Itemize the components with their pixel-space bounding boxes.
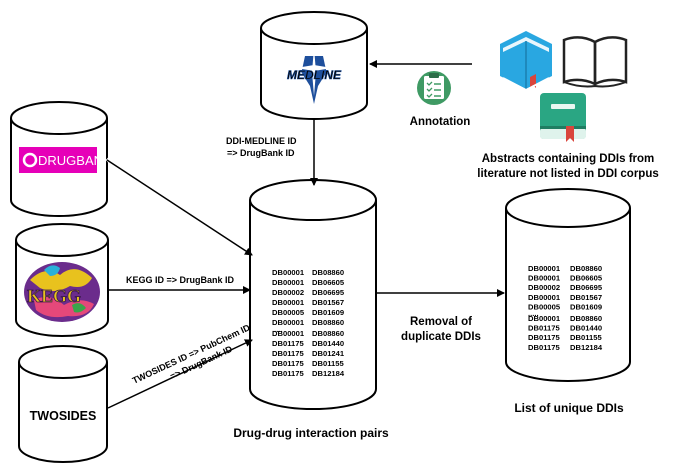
abstracts-caption-line1: Abstracts containing DDIs from [482, 153, 655, 165]
ddi-row-drug-b: DB01609 [312, 308, 344, 317]
drugbank-logo-text: DRUGBANK [38, 153, 112, 168]
ddi-row-drug-b: DB01609 [570, 302, 602, 311]
ddi-row-drug-b: DB12184 [570, 343, 603, 352]
pairs-caption: Drug-drug interaction pairs [233, 426, 389, 440]
medline-database: MEDLINE [260, 11, 368, 120]
ddi-row-drug-b: DB06605 [570, 274, 603, 283]
medline-edge-label-line2: => DrugBank ID [227, 148, 295, 158]
drugbank-logo [19, 147, 97, 173]
ddi-row-drug-a: DB00001 [528, 293, 561, 302]
ddi-row-drug-a: DB00001 [528, 274, 561, 283]
kegg-database: KEGG [15, 223, 109, 337]
open-book-icon [562, 36, 628, 88]
ddi-row-drug-b: DB01567 [312, 298, 344, 307]
ddi-row-drug-a: DB01175 [528, 324, 560, 333]
medline-logo-text: MEDLINE [287, 68, 342, 82]
ddi-row-drug-b: DB08860 [312, 268, 344, 277]
kegg-logo: KEGG [24, 262, 100, 322]
ddi-row-drug-a: DB00001 [272, 318, 305, 327]
ddi-row-drug-a: DB01175 [272, 349, 304, 358]
unique-caption: List of unique DDIs [514, 401, 624, 415]
ddi-row-drug-b: DB08860 [312, 318, 344, 327]
arrow-twosides-to-pairs [107, 339, 253, 409]
ddi-row-drug-b: DB01241 [312, 349, 345, 358]
kegg-logo-text: KEGG [27, 286, 81, 306]
ddi-row-drug-b: DB06605 [312, 278, 345, 287]
ddi-row-drug-a: DB01175 [528, 333, 560, 342]
checklist-icon [417, 71, 451, 105]
ddi-list-ellipsis: ..... [272, 325, 283, 334]
ddi-row-drug-a: DB00001 [528, 314, 561, 323]
twosides-edge-label-line1: TWOSIDES ID => PubChem ID [131, 322, 252, 386]
ddi-list-ellipsis: ..... [528, 309, 539, 318]
abstracts-caption-line2: literature not listed in DDI corpus [477, 168, 658, 180]
ddi-row-drug-b: DB08860 [312, 329, 344, 338]
twosides-label: TWOSIDES [30, 409, 97, 423]
ddi-row-drug-b: DB06695 [570, 283, 603, 292]
annotation-label: Annotation [410, 116, 471, 128]
ddi-row-drug-a: DB00005 [528, 302, 561, 311]
teal-book-icon [540, 93, 586, 142]
ddi-row-drug-a: DB01175 [272, 339, 304, 348]
medline-logo: MEDLINE [287, 48, 342, 104]
ddi-row-drug-a: DB01175 [528, 343, 560, 352]
ddi-row-drug-b: DB01155 [312, 359, 344, 368]
ddi-row-drug-a: DB00002 [528, 283, 560, 292]
ddi-row-drug-b: DB01155 [570, 333, 602, 342]
ddi-row-drug-b: DB01567 [570, 293, 602, 302]
ddi-row-drug-a: DB00002 [272, 288, 304, 297]
ddi-row-drug-a: DB00001 [272, 329, 305, 338]
ddi-row-drug-b: DB01440 [312, 339, 344, 348]
ddi-row-drug-b: DB08860 [570, 314, 602, 323]
ddi-row-drug-a: DB00001 [272, 268, 305, 277]
ddi-row-drug-b: DB08860 [570, 264, 602, 273]
arrow-drugbank-to-pairs [106, 159, 253, 256]
medline-edge-label-line1: DDI-MEDLINE ID [226, 136, 297, 146]
dedup-edge-label-line2: duplicate DDIs [401, 331, 481, 343]
ddi-row-drug-a: DB00001 [528, 264, 561, 273]
dedup-edge-label-line1: Removal of [410, 316, 472, 328]
ddi-row-drug-a: DB00005 [272, 308, 305, 317]
blue-book-icon [500, 31, 552, 92]
ddi-row-drug-a: DB00001 [272, 298, 305, 307]
ddi-row-drug-a: DB01175 [272, 369, 304, 378]
ddi-row-drug-b: DB06695 [312, 288, 345, 297]
twosides-database: TWOSIDES [18, 345, 108, 463]
ddi-row-drug-a: DB01175 [272, 359, 304, 368]
ddi-row-drug-a: DB00001 [272, 278, 305, 287]
ddi-row-drug-b: DB01440 [570, 324, 602, 333]
kegg-edge-label: KEGG ID => DrugBank ID [126, 275, 235, 285]
ddi-row-drug-b: DB12184 [312, 369, 345, 378]
drugbank-database: DRUGBANK [10, 101, 112, 217]
